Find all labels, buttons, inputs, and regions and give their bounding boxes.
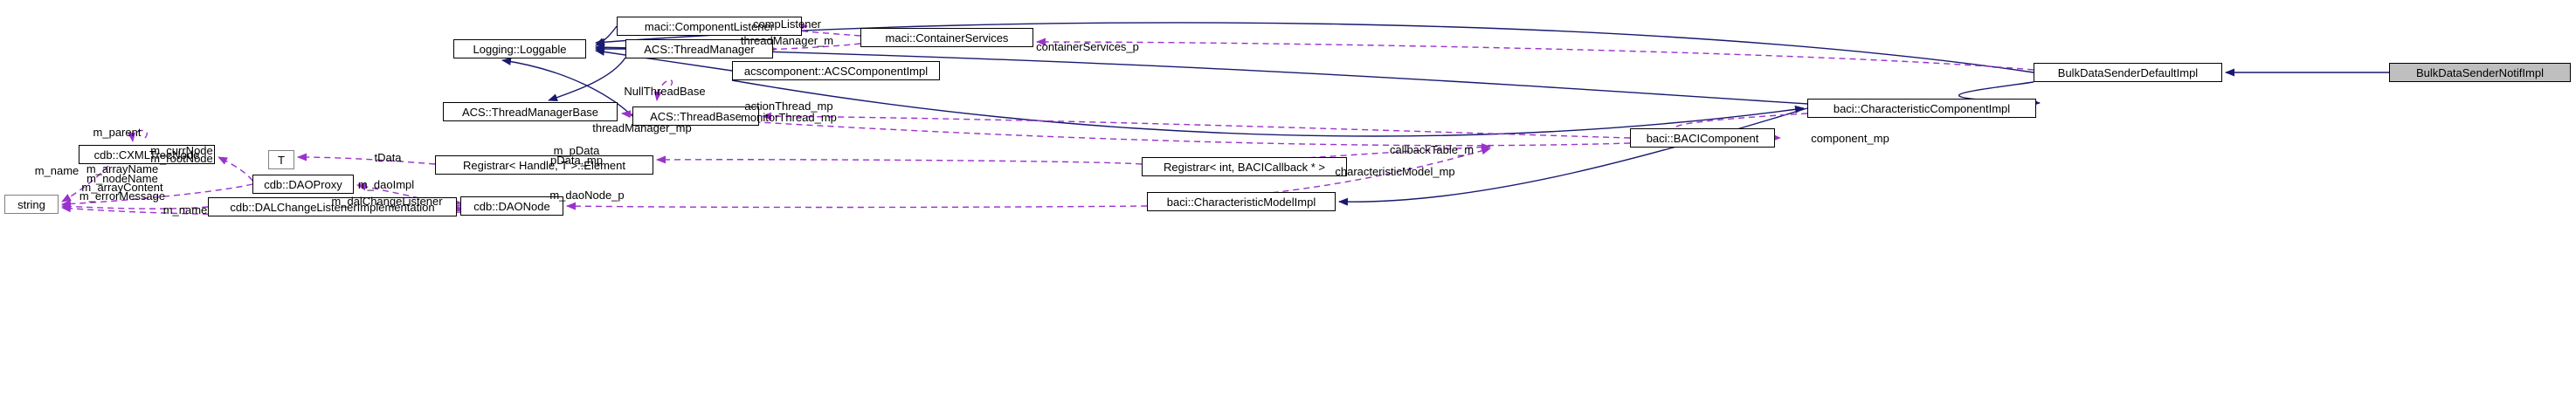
node-registrar-int-bacicallback[interactable]: Registrar< int, BACICallback * > [1142,157,1347,176]
node-acs-thread-manager[interactable]: ACS::ThreadManager [625,39,773,58]
node-registrar-handle-t-element[interactable]: Registrar< Handle, T >::Element [435,155,653,175]
node-cdb-daonode[interactable]: cdb::DAONode [460,196,563,216]
edge-label-characteristicmodel-mp: characteristicModel_mp [1335,165,1455,178]
node-label: acscomponent::ACSComponentImpl [743,64,929,78]
edge-label-complistener: compListener [752,17,822,31]
node-baci-bacicomponent[interactable]: baci::BACIComponent [1630,128,1775,148]
node-label: baci::CharacteristicComponentImpl [1833,101,2011,115]
node-logging-loggable[interactable]: Logging::Loggable [453,39,586,58]
node-acs-threadbase[interactable]: ACS::ThreadBase [632,106,759,126]
edge-label-actionthread-mp: actionThread_mp [744,100,833,113]
node-baci-characteristiccomponentimpl[interactable]: baci::CharacteristicComponentImpl [1807,99,2036,118]
edge-label-pdata-mp: pData_mp [550,154,603,167]
node-label: Logging::Loggable [473,42,567,56]
edge-label-component-mp: component_mp [1811,132,1889,145]
node-acs-threadmanagerbase[interactable]: ACS::ThreadManagerBase [443,102,618,121]
node-template-parameter-t[interactable]: T [268,150,294,169]
edge-label-m-name-bottom: m_name [162,203,208,216]
node-cdb-dalchangelistenerimplementation[interactable]: cdb::DALChangeListenerImplementation [208,197,457,216]
node-label: cdb::DAONode [473,199,550,213]
edge-label-m-daonode-p: m_daoNode_p [549,189,625,202]
node-label: baci::BACIComponent [1646,131,1759,145]
edge-label-m-arraycontent: m_arrayContent [81,181,163,194]
node-bulkdatasenderdefaultimpl[interactable]: BulkDataSenderDefaultImpl [2034,63,2222,82]
node-label: T [278,153,285,167]
node-label: BulkDataSenderDefaultImpl [2057,65,2199,79]
node-label: Registrar< int, BACICallback * > [1164,160,1325,174]
node-label: cdb::CXMLTreeNode [93,148,200,161]
edge-label-m-daoimpl: m_daoImpl [357,178,415,191]
edge-label-m-rootnode: m_rootNode [150,152,213,165]
node-bulkdatasendernotifimpl[interactable]: BulkDataSenderNotifImpl [2389,63,2571,82]
edge-label-m-pdata: m_pData [553,144,600,157]
edge-label-m-currnode: m_currNode [150,144,213,157]
edge-label-monitorthread-mp: monitorThread_mp [741,111,837,124]
node-label: ACS::ThreadManagerBase [461,105,599,119]
node-label: ACS::ThreadManager [644,42,755,56]
node-baci-characteristicmodelimpl[interactable]: baci::CharacteristicModelImpl [1147,192,1336,211]
node-label: baci::CharacteristicModelImpl [1166,195,1316,209]
node-label: cdb::DALChangeListenerImplementation [230,200,435,214]
edge-label-m-dalchangelistener: m_dalChangeListener [331,195,443,208]
edge-label-nullthreadbase: NullThreadBase [624,85,706,98]
node-string[interactable]: string [4,195,59,214]
edge-label-threadmanager-mp: threadManager_mp [592,121,692,134]
edge-label-m-nodename: m_nodeName [86,172,158,185]
edge-label-threadmanager-m: threadManager_m [740,34,834,47]
edge-label-m-name-left: m_name [34,164,79,177]
node-label: ACS::ThreadBase [650,109,742,123]
node-label: maci::ComponentListener [644,19,775,33]
node-label: cdb::DAOProxy [264,177,342,191]
node-maci-container-services[interactable]: maci::ContainerServices [860,28,1033,47]
edge-label-containerservices-p: containerServices_p [1036,40,1139,53]
node-cdb-cxmltreenode[interactable]: cdb::CXMLTreeNode [79,145,215,164]
node-label: string [17,197,45,211]
node-cdb-daoproxy[interactable]: cdb::DAOProxy [252,175,354,194]
node-maci-component-listener[interactable]: maci::ComponentListener [617,17,802,36]
node-label: maci::ContainerServices [885,31,1009,45]
edge-label-m-parent: m_parent [93,126,142,139]
edge-label-m-errormessage: m_errorMessage [79,189,166,203]
inheritance-edges [501,22,2389,206]
edge-label-m-arrayname: m_arrayName [86,162,159,175]
edge-label-tdata: tData [374,151,402,164]
node-label: Registrar< Handle, T >::Element [463,158,625,172]
edge-label-callbacktable-m: callbackTable_m [1389,143,1474,156]
node-label: BulkDataSenderNotifImpl [2416,65,2544,79]
node-acscomponent-acscomponentimpl[interactable]: acscomponent::ACSComponentImpl [732,61,940,80]
